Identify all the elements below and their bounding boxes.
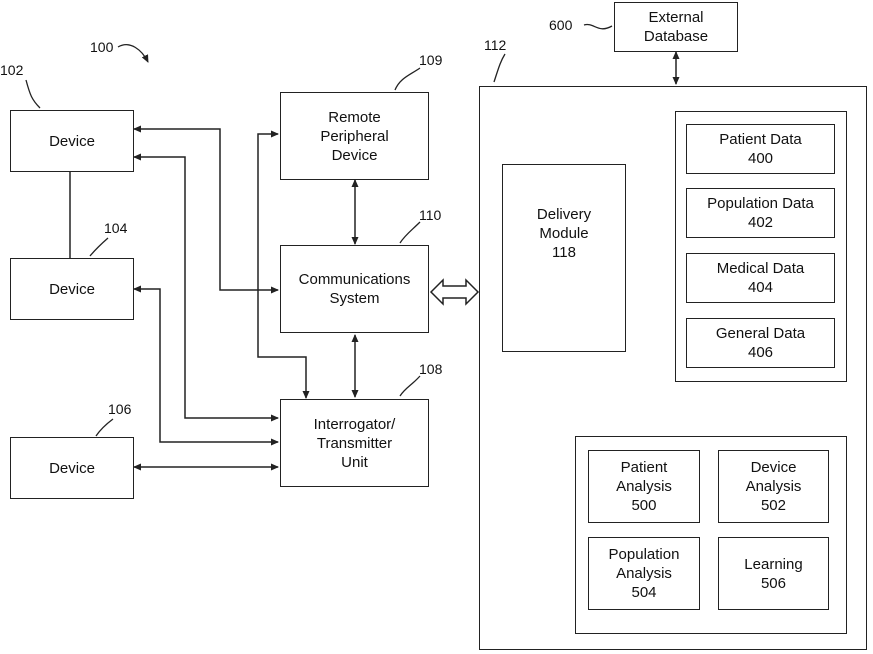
ref-109: 109 — [419, 52, 442, 68]
device-analysis-box: Device Analysis 502 — [718, 450, 829, 523]
leader-108 — [400, 376, 420, 396]
learning-box: Learning 506 — [718, 537, 829, 610]
patient-analysis-label: Patient Analysis 500 — [589, 451, 699, 522]
population-data-box: Population Data 402 — [686, 188, 835, 238]
remote-peripheral-box: Remote Peripheral Device — [280, 92, 429, 180]
interrogator-box: Interrogator/ Transmitter Unit — [280, 399, 429, 487]
device-106-box: Device — [10, 437, 134, 499]
device-analysis-label: Device Analysis 502 — [719, 451, 828, 522]
device-106-label: Device — [11, 438, 133, 498]
device-102-label: Device — [11, 111, 133, 171]
comm-server-double-arrow — [431, 280, 478, 304]
leader-104 — [90, 238, 108, 256]
interrogator-label: Interrogator/ Transmitter Unit — [281, 400, 428, 486]
leader-112 — [494, 54, 505, 82]
learning-label: Learning 506 — [719, 538, 828, 609]
population-analysis-box: Population Analysis 504 — [588, 537, 700, 610]
communications-system-label: Communications System — [281, 246, 428, 332]
leader-102 — [26, 80, 40, 108]
delivery-module-box: Delivery Module 118 — [502, 164, 626, 352]
device104-interrogator-arrow — [134, 289, 278, 442]
ref-106: 106 — [108, 401, 131, 417]
device102-interrogator-arrow — [134, 157, 278, 418]
leader-100 — [118, 45, 148, 62]
ref-112: 112 — [484, 37, 506, 53]
general-data-box: General Data 406 — [686, 318, 835, 368]
ref-110: 110 — [419, 207, 441, 223]
patient-analysis-box: Patient Analysis 500 — [588, 450, 700, 523]
leader-109 — [395, 68, 420, 90]
ref-108: 108 — [419, 361, 442, 377]
patient-data-box: Patient Data 400 — [686, 124, 835, 174]
general-data-label: General Data 406 — [687, 319, 834, 367]
device-104-label: Device — [11, 259, 133, 319]
remote-peripheral-label: Remote Peripheral Device — [281, 93, 428, 179]
delivery-module-label: Delivery Module 118 — [503, 183, 625, 283]
device102-comm-arrow — [134, 129, 278, 290]
ref-600: 600 — [549, 17, 572, 33]
device-104-box: Device — [10, 258, 134, 320]
medical-data-label: Medical Data 404 — [687, 254, 834, 302]
ref-100: 100 — [90, 39, 113, 55]
patient-data-label: Patient Data 400 — [687, 125, 834, 173]
leader-600 — [584, 25, 612, 29]
external-database-label: External Database — [615, 3, 737, 51]
leader-110 — [400, 222, 420, 243]
ref-104: 104 — [104, 220, 127, 236]
population-analysis-label: Population Analysis 504 — [589, 538, 699, 609]
device-102-box: Device — [10, 110, 134, 172]
leader-106 — [96, 419, 113, 436]
medical-data-box: Medical Data 404 — [686, 253, 835, 303]
communications-system-box: Communications System — [280, 245, 429, 333]
population-data-label: Population Data 402 — [687, 189, 834, 237]
external-database-box: External Database — [614, 2, 738, 52]
ref-102: 102 — [0, 62, 23, 78]
